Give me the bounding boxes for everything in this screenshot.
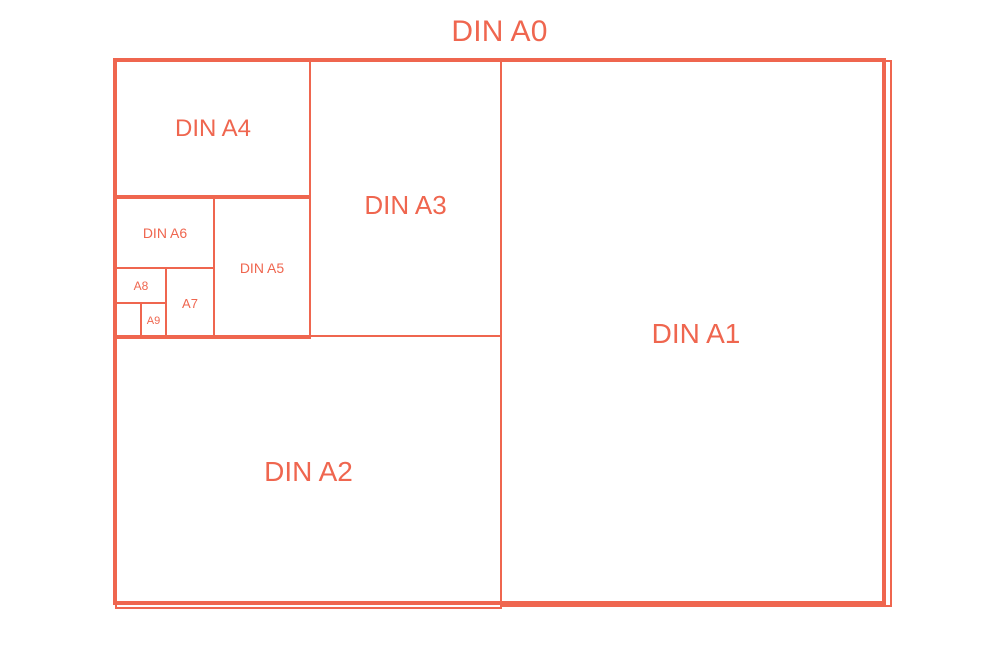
diagram-title: DIN A0 [451, 15, 548, 48]
sheet-a8: A8 [115, 267, 167, 304]
sheet-a9: A9 [140, 302, 167, 339]
sheet-a5: DIN A5 [213, 197, 311, 339]
sheet-a9-label: A9 [146, 314, 161, 327]
sheet-a3: DIN A3 [309, 60, 502, 337]
sheet-a6: DIN A6 [115, 197, 215, 269]
sheet-a2: DIN A2 [115, 335, 502, 609]
sheet-a4: DIN A4 [115, 60, 311, 197]
sheet-a1: DIN A1 [500, 60, 892, 607]
sheet-a3-label: DIN A3 [364, 190, 447, 220]
sheet-a4-label: DIN A4 [174, 114, 252, 142]
sheet-a5-label: DIN A5 [239, 260, 285, 276]
sheet-a8-label: A8 [133, 278, 149, 293]
sheet-a2-label: DIN A2 [264, 456, 353, 487]
sheet-a7-label: A7 [182, 295, 198, 311]
sheet-a0: DIN A1 DIN A2 DIN A3 DIN A4 DIN A5 DIN A… [113, 58, 892, 609]
sheet-a7: A7 [165, 267, 215, 339]
sheet-a1-label: DIN A1 [651, 317, 741, 349]
sheet-a6-label: DIN A6 [142, 225, 188, 241]
sheet-a10-unlabeled [115, 302, 142, 339]
